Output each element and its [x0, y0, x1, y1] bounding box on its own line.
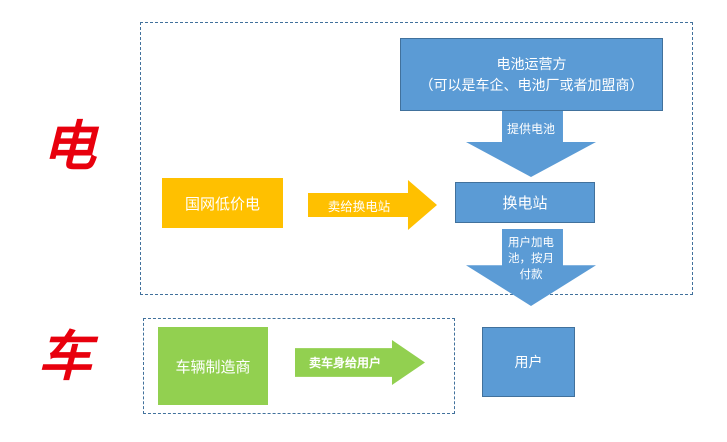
- user-pay-arrow-line1: 用户加电: [508, 237, 554, 249]
- user-box: 用户: [482, 327, 575, 397]
- sell-power-arrow-label: 卖给换电站: [327, 199, 391, 214]
- swap-station-label: 换电站: [502, 195, 548, 212]
- vehicle-section-frame: [143, 318, 455, 414]
- sell-car-body-arrow-label: 卖车身给用户: [308, 356, 381, 370]
- swap-station-box: 换电站: [455, 182, 595, 223]
- electric-section-frame: [140, 22, 693, 295]
- provide-battery-arrow-label: 提供电池: [506, 122, 555, 136]
- grid-power-box: 国网低价电: [162, 178, 283, 228]
- vehicle-manufacturer-label: 车辆制造商: [175, 358, 251, 376]
- user-box-label: 用户: [514, 354, 543, 370]
- vehicle-manufacturer-box: 车辆制造商: [158, 327, 268, 405]
- battery-operator-box: 电池运营方 （可以是车企、电池厂或者加盟商）: [400, 38, 663, 111]
- battery-operator-line2: （可以是车企、电池厂或者加盟商）: [419, 76, 644, 93]
- user-pay-arrow-line3: 付款: [519, 269, 543, 281]
- section-label-electric: 电: [42, 117, 96, 177]
- battery-operator-line1: 电池运营方: [496, 55, 567, 72]
- section-label-vehicle: 车: [38, 327, 92, 387]
- grid-power-label: 国网低价电: [184, 195, 260, 213]
- user-pay-arrow-line2: 池，按月: [508, 253, 554, 265]
